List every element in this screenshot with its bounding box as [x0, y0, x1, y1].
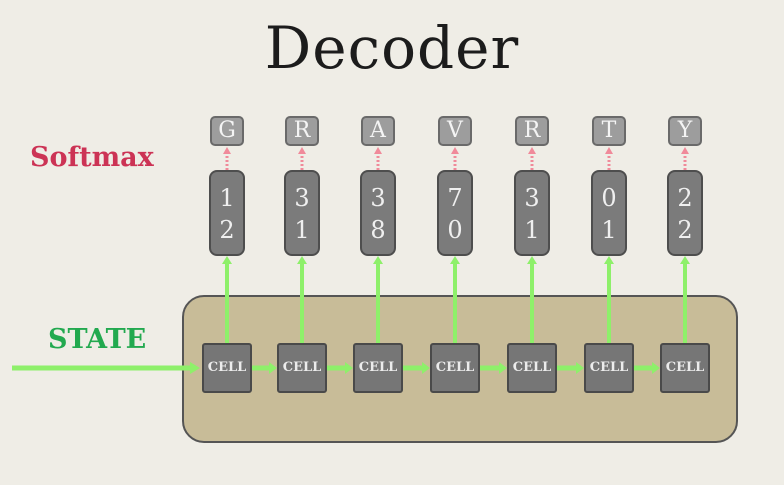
vector-digit: 1 [294, 216, 310, 244]
vector-digit: 8 [370, 216, 386, 244]
vector-digit: 0 [447, 216, 463, 244]
cell-output-arrowhead [222, 256, 232, 264]
vector-digit: 1 [524, 216, 540, 244]
vector-digit: 3 [294, 184, 310, 212]
softmax-output-arrowhead [298, 147, 306, 154]
vector-digit: 2 [219, 216, 235, 244]
cell-link-arrowhead [499, 362, 507, 374]
rnn-cell: CELL [353, 343, 403, 393]
softmax-output-arrowhead [528, 147, 536, 154]
state-label: STATE [48, 324, 147, 355]
vector-digit: 1 [601, 216, 617, 244]
vector-digit: 2 [677, 184, 693, 212]
softmax-output-arrowhead [681, 147, 689, 154]
softmax-vector: 3 1 [284, 170, 320, 256]
rnn-cell: CELL [584, 343, 634, 393]
softmax-output-arrowhead [451, 147, 459, 154]
cell-link-arrowhead [576, 362, 584, 374]
softmax-output-arrowhead [605, 147, 613, 154]
output-char: V [438, 116, 472, 146]
cell-link-arrowhead [345, 362, 353, 374]
rnn-cell: CELL [507, 343, 557, 393]
vector-digit: 2 [677, 216, 693, 244]
softmax-output-arrowhead [374, 147, 382, 154]
vector-digit: 1 [219, 184, 235, 212]
softmax-output-arrowhead [223, 147, 231, 154]
diagram-title: Decoder [264, 14, 520, 82]
output-char: R [285, 116, 319, 146]
output-char: T [592, 116, 626, 146]
softmax-vector: 1 2 [209, 170, 245, 256]
cell-output-arrowhead [297, 256, 307, 264]
cell-output-arrowhead [450, 256, 460, 264]
vector-digit: 3 [370, 184, 386, 212]
vector-digit: 3 [524, 184, 540, 212]
output-char: Y [668, 116, 702, 146]
vector-digit: 7 [447, 184, 463, 212]
output-char: A [361, 116, 395, 146]
rnn-cell: CELL [430, 343, 480, 393]
cell-link-arrowhead [652, 362, 660, 374]
softmax-vector: 3 8 [360, 170, 396, 256]
cell-link-arrowhead [422, 362, 430, 374]
softmax-vector: 0 1 [591, 170, 627, 256]
cell-output-arrowhead [527, 256, 537, 264]
rnn-cell: CELL [660, 343, 710, 393]
output-char: R [515, 116, 549, 146]
softmax-vector: 7 0 [437, 170, 473, 256]
softmax-vector: 2 2 [667, 170, 703, 256]
state-input-arrowhead [190, 362, 200, 374]
rnn-cell: CELL [202, 343, 252, 393]
cell-output-arrowhead [604, 256, 614, 264]
rnn-cell: CELL [277, 343, 327, 393]
cell-link-arrowhead [269, 362, 277, 374]
cell-output-arrowhead [680, 256, 690, 264]
softmax-label: Softmax [30, 142, 154, 173]
softmax-vector: 3 1 [514, 170, 550, 256]
output-char: G [210, 116, 244, 146]
vector-digit: 0 [601, 184, 617, 212]
cell-output-arrowhead [373, 256, 383, 264]
